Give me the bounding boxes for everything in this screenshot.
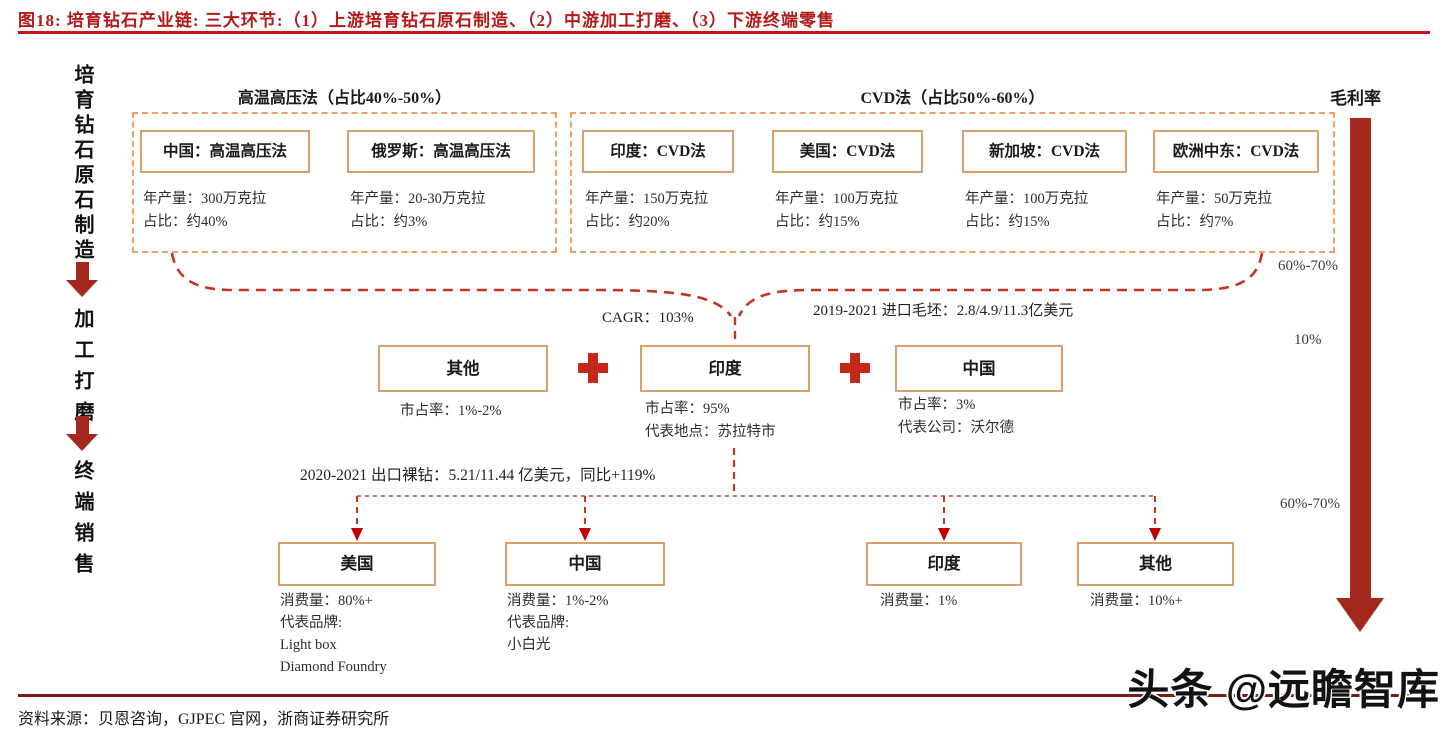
title-underline: [18, 31, 1430, 34]
market-details-india: 消费量：1%: [880, 590, 957, 612]
arrowhead-other-icon: [1149, 528, 1161, 541]
margin-value-midstream: 10%: [1294, 332, 1322, 348]
market-detail-line: 小白光: [507, 637, 551, 653]
market-box-other: 其他: [1077, 542, 1234, 586]
producer-detail-line: 占比：约15%: [775, 214, 860, 230]
processor-box-other: 其他: [378, 345, 548, 392]
plus-icon: [840, 353, 870, 383]
market-detail-line: Light box: [280, 637, 337, 653]
margin-arrow-icon: [1336, 118, 1384, 632]
flow-down-arrow-icon: [66, 416, 98, 451]
producer-name-box: 中国：高温高压法: [140, 130, 310, 173]
margin-value-upstream: 60%-70%: [1278, 258, 1338, 274]
producer-detail-line: 年产量：50万克拉: [1156, 191, 1272, 207]
producer-name-box: 美国：CVD法: [772, 130, 923, 173]
margin-value-downstream: 60%-70%: [1280, 496, 1340, 512]
producer-card-usa: 美国：CVD法 年产量：100万克拉 占比：约15%: [772, 130, 923, 234]
market-box-usa: 美国: [278, 542, 436, 586]
cagr-note: CAGR：103%: [602, 310, 694, 326]
producer-detail-line: 年产量：20-30万克拉: [350, 191, 486, 207]
market-details-china: 消费量：1%-2% 代表品牌: 小白光: [507, 590, 609, 656]
market-details-usa: 消费量：80%+ 代表品牌: Light box Diamond Foundry: [280, 590, 387, 678]
arrowhead-india-icon: [938, 528, 950, 541]
producer-detail-line: 占比：约40%: [143, 214, 228, 230]
group-label-cvd: CVD法（占比50%-60%）: [860, 90, 1045, 107]
arrowhead-china-icon: [579, 528, 591, 541]
market-box-china: 中国: [505, 542, 665, 586]
producer-detail-line: 占比：约20%: [585, 214, 670, 230]
market-details-other: 消费量：10%+: [1090, 590, 1183, 612]
producer-detail-line: 占比：约15%: [965, 214, 1050, 230]
producer-details: 年产量：100万克拉 占比：约15%: [962, 188, 1127, 234]
producer-details: 年产量：100万克拉 占比：约15%: [772, 188, 923, 234]
market-detail-line: 代表品牌:: [507, 615, 570, 631]
producer-detail-line: 年产量：100万克拉: [965, 191, 1089, 207]
production-group-cvd: [570, 112, 1335, 253]
producer-name-box: 新加坡：CVD法: [962, 130, 1127, 173]
arrowhead-usa-icon: [351, 528, 363, 541]
producer-detail-line: 年产量：300万克拉: [143, 191, 267, 207]
producer-detail-line: 占比：约3%: [350, 214, 428, 230]
producer-details: 年产量：150万克拉 占比：约20%: [582, 188, 734, 234]
producer-card-russia: 俄罗斯：高温高压法 年产量：20-30万克拉 占比：约3%: [347, 130, 535, 234]
stage-label-midstream: 加工打磨: [71, 308, 93, 432]
processor-detail-line: 市占率：3%: [898, 397, 976, 413]
processor-detail-line: 市占率：95%: [645, 401, 730, 417]
producer-name-box: 印度：CVD法: [582, 130, 734, 173]
producer-card-china: 中国：高温高压法 年产量：300万克拉 占比：约40%: [140, 130, 310, 234]
watermark: 头条 @远瞻智库: [1126, 665, 1440, 714]
producer-details: 年产量：20-30万克拉 占比：约3%: [347, 188, 535, 234]
processor-details-india: 市占率：95% 代表地点：苏拉特市: [645, 398, 776, 444]
processor-box-india: 印度: [640, 345, 810, 392]
stage-label-upstream: 培育钻石原石制造: [71, 64, 93, 264]
plus-icon: [578, 353, 608, 383]
market-detail-line: 消费量：10%+: [1090, 593, 1183, 609]
market-box-india: 印度: [866, 542, 1022, 586]
stage-label-downstream: 终端销售: [71, 460, 93, 584]
import-note: 2019-2021 进口毛坯：2.8/4.9/11.3亿美元: [813, 303, 1074, 319]
processor-detail-line: 代表地点：苏拉特市: [645, 424, 776, 440]
processor-details-china: 市占率：3% 代表公司：沃尔德: [898, 394, 1014, 440]
flow-down-arrow-icon: [66, 262, 98, 297]
market-detail-line: 消费量：80%+: [280, 593, 373, 609]
market-detail-line: 消费量：1%: [880, 593, 958, 609]
margin-rail-label: 毛利率: [1330, 89, 1381, 108]
footer-divider: [18, 694, 1430, 697]
processor-box-china: 中国: [895, 345, 1063, 392]
processor-details-other: 市占率：1%-2%: [400, 400, 502, 423]
producer-card-europe-mideast: 欧洲中东：CVD法 年产量：50万克拉 占比：约7%: [1153, 130, 1319, 234]
market-detail-line: 代表品牌:: [280, 615, 343, 631]
export-note: 2020-2021 出口裸钻：5.21/11.44 亿美元，同比+119%: [300, 467, 656, 484]
producer-details: 年产量：50万克拉 占比：约7%: [1153, 188, 1319, 234]
production-group-hthp: [132, 112, 557, 253]
figure-title: 图18: 培育钻石产业链: 三大环节:（1）上游培育钻石原石制造、（2）中游加工…: [18, 11, 835, 30]
processor-detail-line: 市占率：1%-2%: [400, 403, 502, 419]
market-detail-line: Diamond Foundry: [280, 659, 387, 675]
producer-details: 年产量：300万克拉 占比：约40%: [140, 188, 310, 234]
producer-card-singapore: 新加坡：CVD法 年产量：100万克拉 占比：约15%: [962, 130, 1127, 234]
producer-name-box: 欧洲中东：CVD法: [1153, 130, 1319, 173]
producer-card-india: 印度：CVD法 年产量：150万克拉 占比：约20%: [582, 130, 734, 234]
producer-detail-line: 年产量：150万克拉: [585, 191, 709, 207]
source-note: 资料来源：贝恩咨询，GJPEC 官网，浙商证券研究所: [18, 711, 390, 728]
producer-name-box: 俄罗斯：高温高压法: [347, 130, 535, 173]
producer-detail-line: 占比：约7%: [1156, 214, 1234, 230]
group-label-hthp: 高温高压法（占比40%-50%）: [237, 90, 452, 107]
producer-detail-line: 年产量：100万克拉: [775, 191, 899, 207]
processor-detail-line: 代表公司：沃尔德: [898, 420, 1014, 436]
market-detail-line: 消费量：1%-2%: [507, 593, 609, 609]
